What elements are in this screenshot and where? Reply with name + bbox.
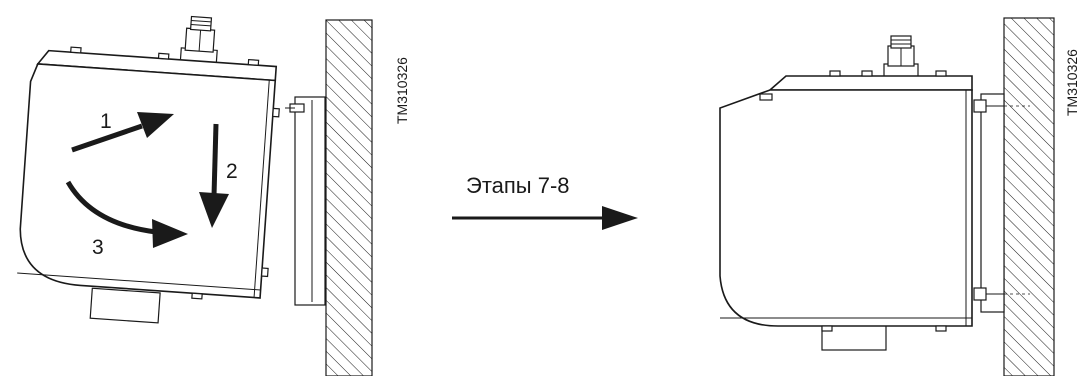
arrow-step-1 [71, 112, 174, 153]
step-number-2: 2 [226, 160, 238, 183]
bottom-stub-left [89, 287, 161, 324]
arrow-step-2 [199, 123, 229, 228]
arrow-step-3 [65, 180, 188, 248]
transition-arrow [452, 206, 638, 230]
step-number-1: 1 [100, 110, 112, 133]
drawing-code-right: TM310326 [1064, 49, 1078, 116]
step-label: Этапы 7-8 [466, 173, 570, 198]
mounting-bracket-right [973, 93, 1030, 313]
wall-left [325, 19, 373, 377]
mounting-bracket-left [285, 96, 326, 306]
cable-gland-left [179, 15, 218, 65]
cable-gland-right [883, 35, 919, 79]
control-box-left [17, 15, 280, 324]
wall-right [1003, 17, 1055, 377]
step-number-3: 3 [92, 236, 104, 259]
control-box-right [719, 35, 973, 351]
drawing-code-left: TM310326 [394, 57, 410, 124]
bottom-stub-right [821, 323, 887, 351]
